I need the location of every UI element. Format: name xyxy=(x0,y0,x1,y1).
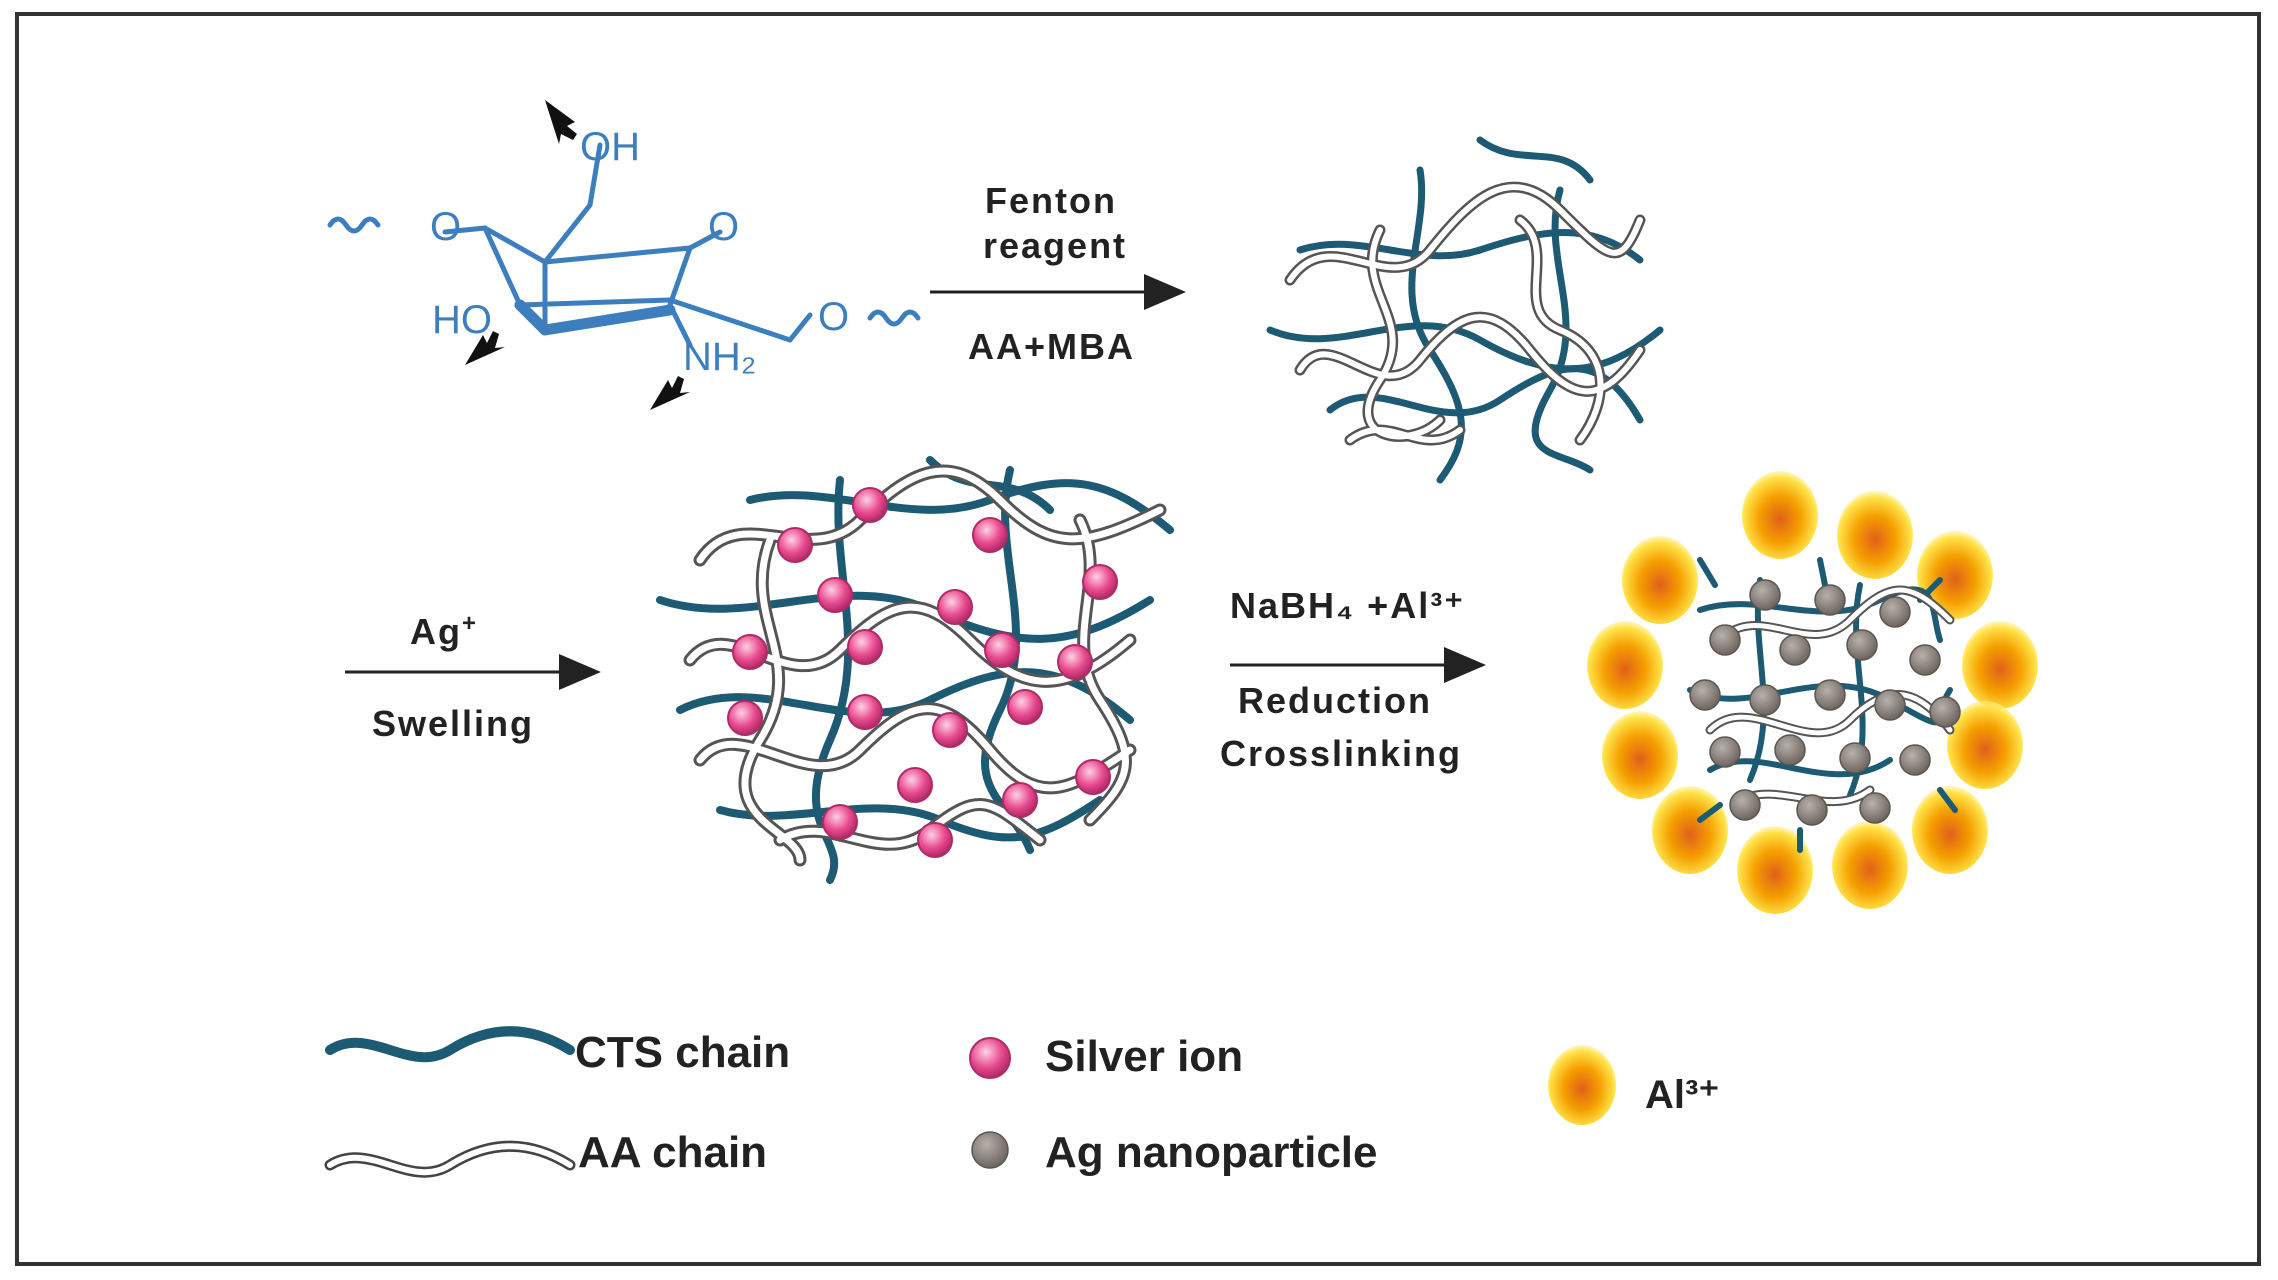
wavy-bond-left xyxy=(327,216,381,234)
step3-below-line1: Reduction xyxy=(1238,680,1432,721)
legend-aa-symbol xyxy=(324,1140,576,1178)
ag-nanoparticle xyxy=(1779,634,1811,666)
reactive-site-arrows xyxy=(465,100,690,410)
ag-nanoparticle xyxy=(1899,744,1931,776)
silver-ion xyxy=(847,694,883,730)
hydrogel-network-1 xyxy=(1266,136,1664,484)
ag-nanoparticle xyxy=(1796,794,1828,826)
silver-ion xyxy=(984,632,1020,668)
al-ion xyxy=(1602,711,1678,799)
ag-nanoparticle xyxy=(1874,689,1906,721)
silver-ion xyxy=(937,589,973,625)
silver-ion xyxy=(917,822,953,858)
silver-ion xyxy=(777,527,813,563)
ag-nanoparticle xyxy=(1729,789,1761,821)
chitosan-o-ring: O xyxy=(708,205,740,249)
ag-nanoparticle xyxy=(1814,584,1846,616)
step3-above: NaBH₄ +Al³⁺ xyxy=(1230,585,1466,626)
step2-below: Swelling xyxy=(372,703,535,744)
silver-ion xyxy=(1082,564,1118,600)
ag-nanoparticle xyxy=(1859,792,1891,824)
ag-nanoparticle xyxy=(1929,696,1961,728)
chitosan-structure xyxy=(327,142,921,348)
legend-ag-np-label: Ag nanoparticle xyxy=(1045,1128,1378,1177)
step1-above-line2: reagent xyxy=(983,225,1128,266)
ag-nanoparticle xyxy=(1909,644,1941,676)
al-ion xyxy=(1912,786,1988,874)
silver-ion xyxy=(817,577,853,613)
al-ion xyxy=(1737,826,1813,914)
silver-ion xyxy=(1002,782,1038,818)
silver-ion xyxy=(1007,689,1043,725)
silver-ion xyxy=(897,767,933,803)
chitosan-oh-top: OH xyxy=(580,125,640,169)
legend-ag-np-symbol xyxy=(971,1131,1009,1169)
al-ion xyxy=(1832,821,1908,909)
ag-nanoparticle xyxy=(1879,596,1911,628)
silver-ion xyxy=(727,700,763,736)
legend-al-symbol xyxy=(1548,1045,1616,1125)
al-ion xyxy=(1652,786,1728,874)
ag-nanoparticle xyxy=(1774,734,1806,766)
legend-cts-symbol xyxy=(325,1026,575,1063)
al-ion xyxy=(1917,531,1993,619)
al-ion xyxy=(1742,471,1818,559)
ag-nanoparticle xyxy=(1814,679,1846,711)
al-ion xyxy=(1587,621,1663,709)
step2-above: Ag+ xyxy=(410,610,478,653)
silver-ion xyxy=(972,517,1008,553)
ag-nanoparticle xyxy=(1749,684,1781,716)
wavy-bond-right xyxy=(867,309,921,327)
step2-above-base: Ag xyxy=(410,611,462,652)
legend-aa-label: AA chain xyxy=(578,1128,768,1177)
silver-ion xyxy=(732,634,768,670)
chitosan-o-left: O xyxy=(430,205,462,249)
ag-nanoparticle xyxy=(1709,736,1741,768)
silver-ion xyxy=(822,804,858,840)
figure-frame xyxy=(15,12,2261,1266)
legend-cts-label: CTS chain xyxy=(575,1028,791,1077)
ag-nanoparticle xyxy=(1846,629,1878,661)
ag-nanoparticle xyxy=(1709,624,1741,656)
legend-silver-ion-label: Silver ion xyxy=(1045,1032,1244,1081)
ag-nanoparticles xyxy=(1689,579,1961,826)
chitosan-o-right: O xyxy=(818,295,850,339)
ag-nanoparticle xyxy=(1689,679,1721,711)
silver-ion xyxy=(852,487,888,523)
al-ion xyxy=(1837,491,1913,579)
step1-below: AA+MBA xyxy=(968,326,1136,367)
ag-nanoparticle xyxy=(1839,742,1871,774)
silver-ion xyxy=(847,629,883,665)
legend-al-label: Al³⁺ xyxy=(1645,1073,1720,1117)
silver-ion xyxy=(932,712,968,748)
ag-nanoparticle xyxy=(1749,579,1781,611)
al-ion xyxy=(1962,621,2038,709)
hydrogel-network-2 xyxy=(656,456,1174,884)
al-ion xyxy=(1947,701,2023,789)
silver-ion xyxy=(1075,759,1111,795)
step1-above-line1: Fenton xyxy=(985,180,1117,221)
chitosan-ho-left: HO xyxy=(432,298,492,342)
chitosan-nh2: NH₂ xyxy=(683,335,757,379)
legend-silver-ion-symbol xyxy=(969,1037,1011,1079)
silver-ions xyxy=(727,487,1118,858)
step3-below-line2: Crosslinking xyxy=(1220,733,1463,774)
al-ion-shell xyxy=(1587,471,2038,914)
al-ion xyxy=(1622,536,1698,624)
step2-above-sup: + xyxy=(462,610,479,637)
silver-ion xyxy=(1057,644,1093,680)
